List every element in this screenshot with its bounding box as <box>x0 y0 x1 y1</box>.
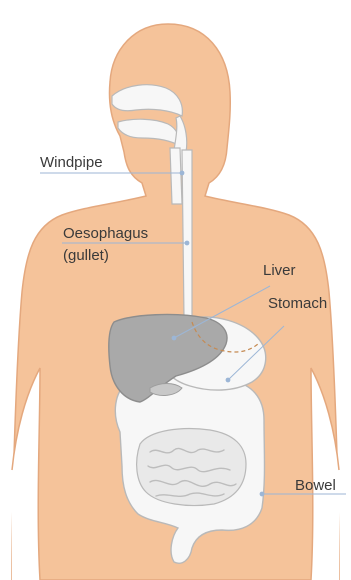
liver-pointer-dot <box>172 336 177 341</box>
gullet-label: (gullet) <box>63 247 109 264</box>
windpipe-pointer-dot <box>180 171 185 176</box>
oesophagus <box>182 150 192 318</box>
bowel-pointer-dot <box>260 492 265 497</box>
windpipe-label: Windpipe <box>40 154 103 171</box>
oesophagus-pointer-dot <box>185 241 190 246</box>
stomach-label: Stomach <box>268 295 327 312</box>
stomach-pointer-dot <box>226 378 231 383</box>
liver-label: Liver <box>263 262 296 279</box>
windpipe <box>170 148 182 204</box>
bowel-label: Bowel <box>295 477 336 494</box>
oesophagus-label: Oesophagus <box>63 225 148 242</box>
